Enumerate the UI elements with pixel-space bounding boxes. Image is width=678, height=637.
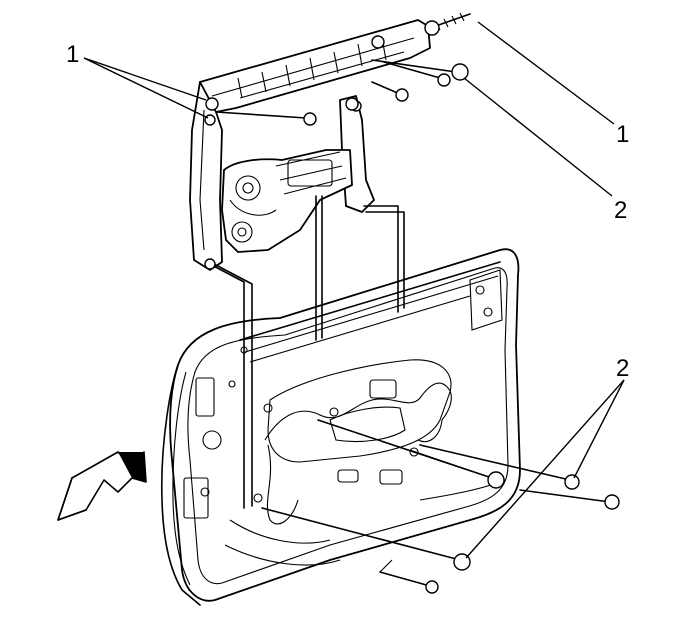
bolt-lower-3	[519, 489, 620, 510]
bolt-lower-5	[379, 559, 439, 594]
bolt-upper-3	[371, 81, 409, 102]
bolt-upper-4	[345, 97, 359, 111]
bolt-upper-2	[383, 61, 451, 87]
callout-label-upper-right-2: 2	[614, 197, 627, 224]
bolt-upper-5	[215, 111, 317, 126]
window-regulator-module	[189, 19, 431, 509]
callout-leaders	[83, 21, 625, 559]
callout-label-upper-right-1: 1	[616, 121, 629, 148]
screw-top-right	[424, 12, 471, 36]
callout-label-upper-left: 1	[66, 41, 79, 68]
bolt-lower-2	[419, 444, 580, 490]
bolt-lower-1	[317, 419, 505, 489]
callout-label-lower-right: 2	[616, 355, 629, 382]
door-inner-panel	[160, 248, 521, 606]
fasteners	[215, 12, 620, 594]
front-direction-arrow-icon	[57, 451, 147, 521]
